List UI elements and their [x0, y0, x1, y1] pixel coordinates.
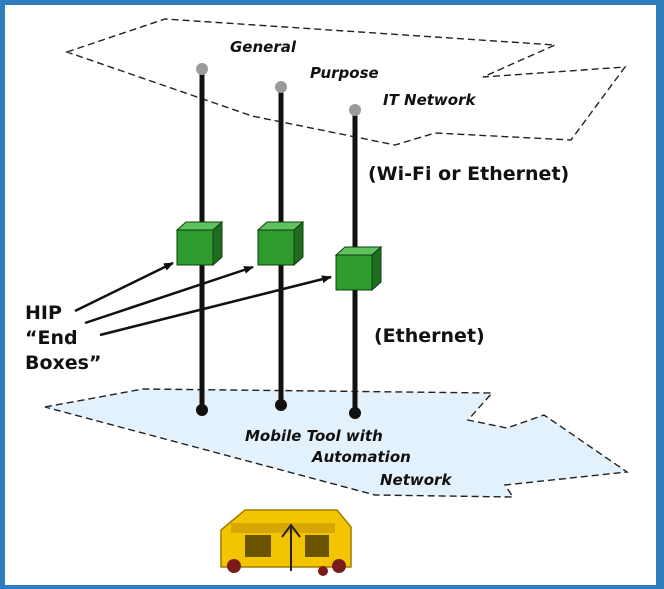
arrow-to-box-2: [84, 265, 254, 325]
arrow-to-box-1: [74, 261, 174, 313]
mobile-tool-image: [220, 509, 352, 576]
it-network-label-line2: Purpose: [310, 64, 379, 82]
top-node-1: [196, 63, 208, 75]
end-box-1: [175, 220, 224, 267]
ethernet-label: (Ethernet): [374, 325, 485, 347]
hip-end-boxes-label-line2: “End: [25, 327, 78, 349]
network-diagram: [44, 18, 629, 576]
automation-network-plane: [44, 388, 629, 498]
wifi-ethernet-label: (Wi-Fi or Ethernet): [368, 163, 570, 185]
automation-label-line2: Automation: [312, 448, 411, 466]
bottom-node-3: [349, 407, 361, 419]
bottom-node-2: [275, 399, 287, 411]
automation-label-line3: Network: [380, 471, 452, 489]
top-node-2: [275, 81, 287, 93]
diagram-frame: General Purpose IT Network (Wi-Fi or Eth…: [5, 5, 656, 585]
it-network-plane: [64, 18, 627, 146]
hip-end-boxes-label-line3: Boxes”: [25, 352, 102, 374]
automation-label-line1: Mobile Tool with: [245, 427, 383, 445]
end-box-2: [256, 220, 305, 267]
end-box-3: [334, 245, 383, 292]
bottom-node-1: [196, 404, 208, 416]
hip-end-boxes-label-line1: HIP: [25, 302, 62, 324]
it-network-label-line3: IT Network: [383, 91, 476, 109]
top-node-3: [349, 104, 361, 116]
it-network-label-line1: General: [230, 38, 296, 56]
arrow-to-box-3: [99, 275, 332, 337]
